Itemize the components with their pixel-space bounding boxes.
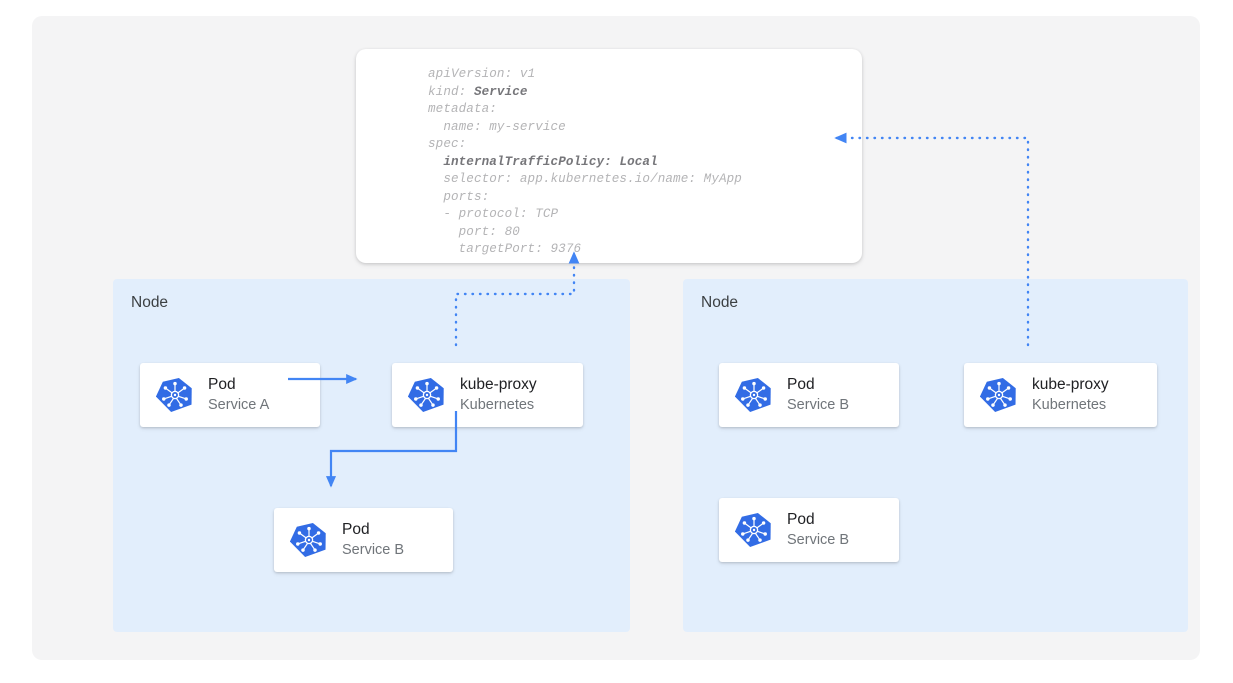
card-subtitle: Kubernetes <box>1032 397 1107 413</box>
node-panel-right: Node <box>683 279 1188 632</box>
yaml-line-9: port: 80 <box>428 224 520 239</box>
kubernetes-icon <box>289 521 328 559</box>
kubernetes-icon <box>734 511 773 549</box>
card-title: Pod <box>787 376 815 393</box>
card-subtitle: Kubernetes <box>460 397 535 413</box>
card-title: Pod <box>342 521 370 538</box>
kubernetes-icon <box>155 376 194 414</box>
yaml-line-7: ports: <box>428 189 490 204</box>
service-manifest-code: apiVersion: v1 kind: Service metadata: n… <box>428 66 742 259</box>
yaml-line-2: metadata: <box>428 102 497 117</box>
kubernetes-icon <box>734 376 773 414</box>
card-subtitle: Service B <box>787 397 850 413</box>
card-title: kube-proxy <box>460 376 537 393</box>
card-text: Pod Service A <box>208 375 269 415</box>
yaml-line-1: kind: Service <box>428 84 528 99</box>
yaml-line-5: internalTrafficPolicy: Local <box>443 154 658 169</box>
kubernetes-icon <box>979 376 1018 414</box>
card-title: kube-proxy <box>1032 376 1109 393</box>
yaml-line-0: apiVersion: v1 <box>428 67 536 81</box>
card-text: Pod Service B <box>342 520 404 560</box>
card-subtitle: Service B <box>342 542 405 558</box>
node-label-left: Node <box>131 294 169 311</box>
card-title: Pod <box>208 376 236 393</box>
diagram-canvas: apiVersion: v1 kind: Service metadata: n… <box>32 16 1200 660</box>
yaml-line-4: spec: <box>428 137 467 152</box>
service-manifest-card: apiVersion: v1 kind: Service metadata: n… <box>356 49 862 263</box>
node-label-right: Node <box>701 294 739 311</box>
card-text: kube-proxy Kubernetes <box>1032 375 1109 415</box>
card-title: Pod <box>787 511 815 528</box>
card-text: Pod Service B <box>787 375 849 415</box>
yaml-line-10: targetPort: 9376 <box>428 242 582 257</box>
yaml-line-3: name: my-service <box>428 119 566 134</box>
card-kube-proxy-left[interactable]: kube-proxy Kubernetes <box>392 363 583 427</box>
card-subtitle: Service B <box>787 532 850 548</box>
node-panel-left: Node <box>113 279 630 632</box>
card-text: kube-proxy Kubernetes <box>460 375 537 415</box>
card-pod-service-b-left[interactable]: Pod Service B <box>274 508 453 572</box>
card-pod-service-b-right-top[interactable]: Pod Service B <box>719 363 899 427</box>
yaml-line-8: - protocol: TCP <box>428 207 559 222</box>
card-text: Pod Service B <box>787 510 849 550</box>
card-pod-service-b-right-bottom[interactable]: Pod Service B <box>719 498 899 562</box>
yaml-line-6: selector: app.kubernetes.io/name: MyApp <box>428 172 742 187</box>
card-kube-proxy-right[interactable]: kube-proxy Kubernetes <box>964 363 1157 427</box>
card-pod-service-a[interactable]: Pod Service A <box>140 363 320 427</box>
kubernetes-icon <box>407 376 446 414</box>
card-subtitle: Service A <box>208 397 270 413</box>
